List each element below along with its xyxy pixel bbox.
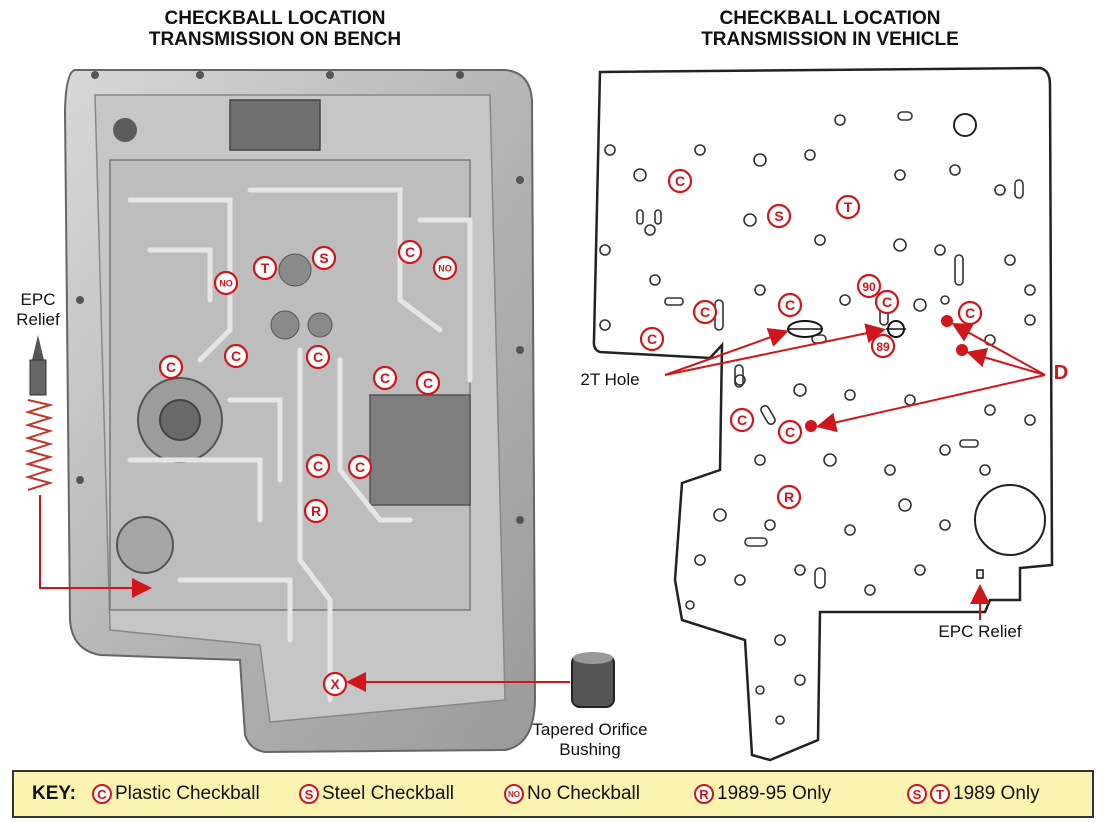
checkball-badge-label: C [380, 370, 390, 386]
d-marker-label: D [1053, 362, 1069, 384]
checkball-badge-label: C [647, 331, 657, 347]
badge-89: 89 [870, 333, 896, 359]
key-badge-s2: S [907, 784, 927, 804]
key-item-1989-95: R 1989-95 Only [694, 783, 831, 805]
checkball-badge: C [729, 407, 755, 433]
checkball-badge: C [777, 419, 803, 445]
epc-relief-label-left-line2: Relief [16, 310, 60, 329]
key-badge-c: C [92, 784, 112, 804]
checkball-badge: T [835, 194, 861, 220]
checkball-badge: R [776, 484, 802, 510]
checkball-badge: C [667, 168, 693, 194]
checkball-badge: NO [213, 270, 239, 296]
checkball-badge: C [415, 370, 441, 396]
checkball-badge: X [322, 671, 348, 697]
checkball-badge-label: T [844, 199, 853, 215]
title-vehicle-line2: TRANSMISSION IN VEHICLE [701, 29, 959, 50]
title-vehicle-line1: CHECKBALL LOCATION [719, 8, 941, 29]
checkball-badge-label: C [700, 304, 710, 320]
checkball-badge-label: R [784, 489, 794, 505]
key-item-steel: S Steel Checkball [299, 783, 454, 805]
badge-90: 90 [856, 273, 882, 299]
checkball-badge-label: X [330, 676, 340, 692]
title-vehicle: CHECKBALL LOCATION TRANSMISSION IN VEHIC… [640, 8, 1020, 50]
checkball-badge-label: C [355, 459, 365, 475]
checkball-badge: S [766, 203, 792, 229]
checkball-badge: C [692, 299, 718, 325]
checkball-badge-label: C [675, 173, 685, 189]
checkball-badge: C [223, 343, 249, 369]
epc-relief-label-right: EPC Relief [938, 622, 1022, 641]
key-text-plastic: Plastic Checkball [115, 783, 260, 804]
epc-relief-label-left-line1: EPC [20, 290, 56, 309]
checkball-badge: NO [432, 255, 458, 281]
key-text-steel: Steel Checkball [322, 783, 455, 804]
key-badge-t: T [930, 784, 950, 804]
vehicle-checkball-badges: C S T C C C C C C C R [639, 168, 983, 510]
svg-text:90: 90 [862, 280, 876, 294]
two-t-hole-label: 2T Hole [580, 370, 640, 389]
key-title: KEY: [32, 783, 76, 804]
svg-text:89: 89 [876, 340, 890, 354]
checkball-badge-label: C [737, 412, 747, 428]
checkball-badge-label: C [785, 424, 795, 440]
checkball-badge-label: C [423, 375, 433, 391]
checkball-badge-label: C [405, 244, 415, 260]
checkball-badge-label: S [319, 250, 328, 266]
orifice-label: Tapered Orifice Bushing [505, 720, 675, 760]
checkball-badge: C [957, 300, 983, 326]
checkball-badge-label: S [774, 208, 783, 224]
checkball-badge: T [252, 255, 278, 281]
key-badge-no: NO [504, 784, 524, 804]
key-badge-s: S [299, 784, 319, 804]
vehicle-separator-plate [592, 66, 1054, 762]
checkball-badge: C [158, 354, 184, 380]
key-text-1989: 1989 Only [953, 783, 1040, 804]
bench-checkball-badges: NO T S C NO C C C C C C C R X [158, 239, 458, 697]
checkball-badge-label: R [311, 503, 321, 519]
checkball-badge: C [347, 454, 373, 480]
checkball-badge: C [372, 365, 398, 391]
key-badge-r: R [694, 784, 714, 804]
title-bench: CHECKBALL LOCATION TRANSMISSION ON BENCH [90, 8, 460, 50]
title-bench-line2: TRANSMISSION ON BENCH [148, 29, 402, 50]
epc-relief-arrow-left [39, 495, 152, 598]
checkball-badge: R [303, 498, 329, 524]
checkball-badge-label: NO [438, 264, 452, 274]
key-item-none: NO No Checkball [504, 783, 640, 805]
orifice-label-line2: Bushing [559, 740, 621, 759]
legend-key: KEY: C Plastic Checkball S Steel Checkba… [12, 770, 1094, 818]
checkball-badge-label: C [231, 348, 241, 364]
checkball-badge: S [311, 245, 337, 271]
checkball-badge-label: C [313, 458, 323, 474]
checkball-badge-label: NO [219, 279, 233, 289]
bench-valve-body [24, 69, 615, 754]
title-bench-line1: CHECKBALL LOCATION [164, 8, 386, 29]
checkball-badge: C [305, 344, 331, 370]
right-arrows [664, 323, 1046, 620]
key-text-1989-95: 1989-95 Only [717, 783, 832, 804]
checkball-badge: C [639, 326, 665, 352]
checkball-badge-label: C [882, 294, 892, 310]
key-text-none: No Checkball [527, 783, 640, 804]
epc-relief-label-left: EPC Relief [8, 290, 68, 330]
checkball-badge-label: C [313, 349, 323, 365]
orifice-label-line1: Tapered Orifice [532, 720, 648, 739]
checkball-badge-label: C [785, 297, 795, 313]
checkball-badge: C [305, 453, 331, 479]
key-item-plastic: C Plastic Checkball [92, 783, 260, 805]
checkball-badge: C [777, 292, 803, 318]
checkball-badge-label: C [166, 359, 176, 375]
checkball-badge-label: C [965, 305, 975, 321]
key-item-1989: S T 1989 Only [907, 783, 1040, 805]
checkball-badge: C [874, 289, 900, 315]
checkball-badge-label: T [261, 260, 270, 276]
checkball-badge: C [397, 239, 423, 265]
